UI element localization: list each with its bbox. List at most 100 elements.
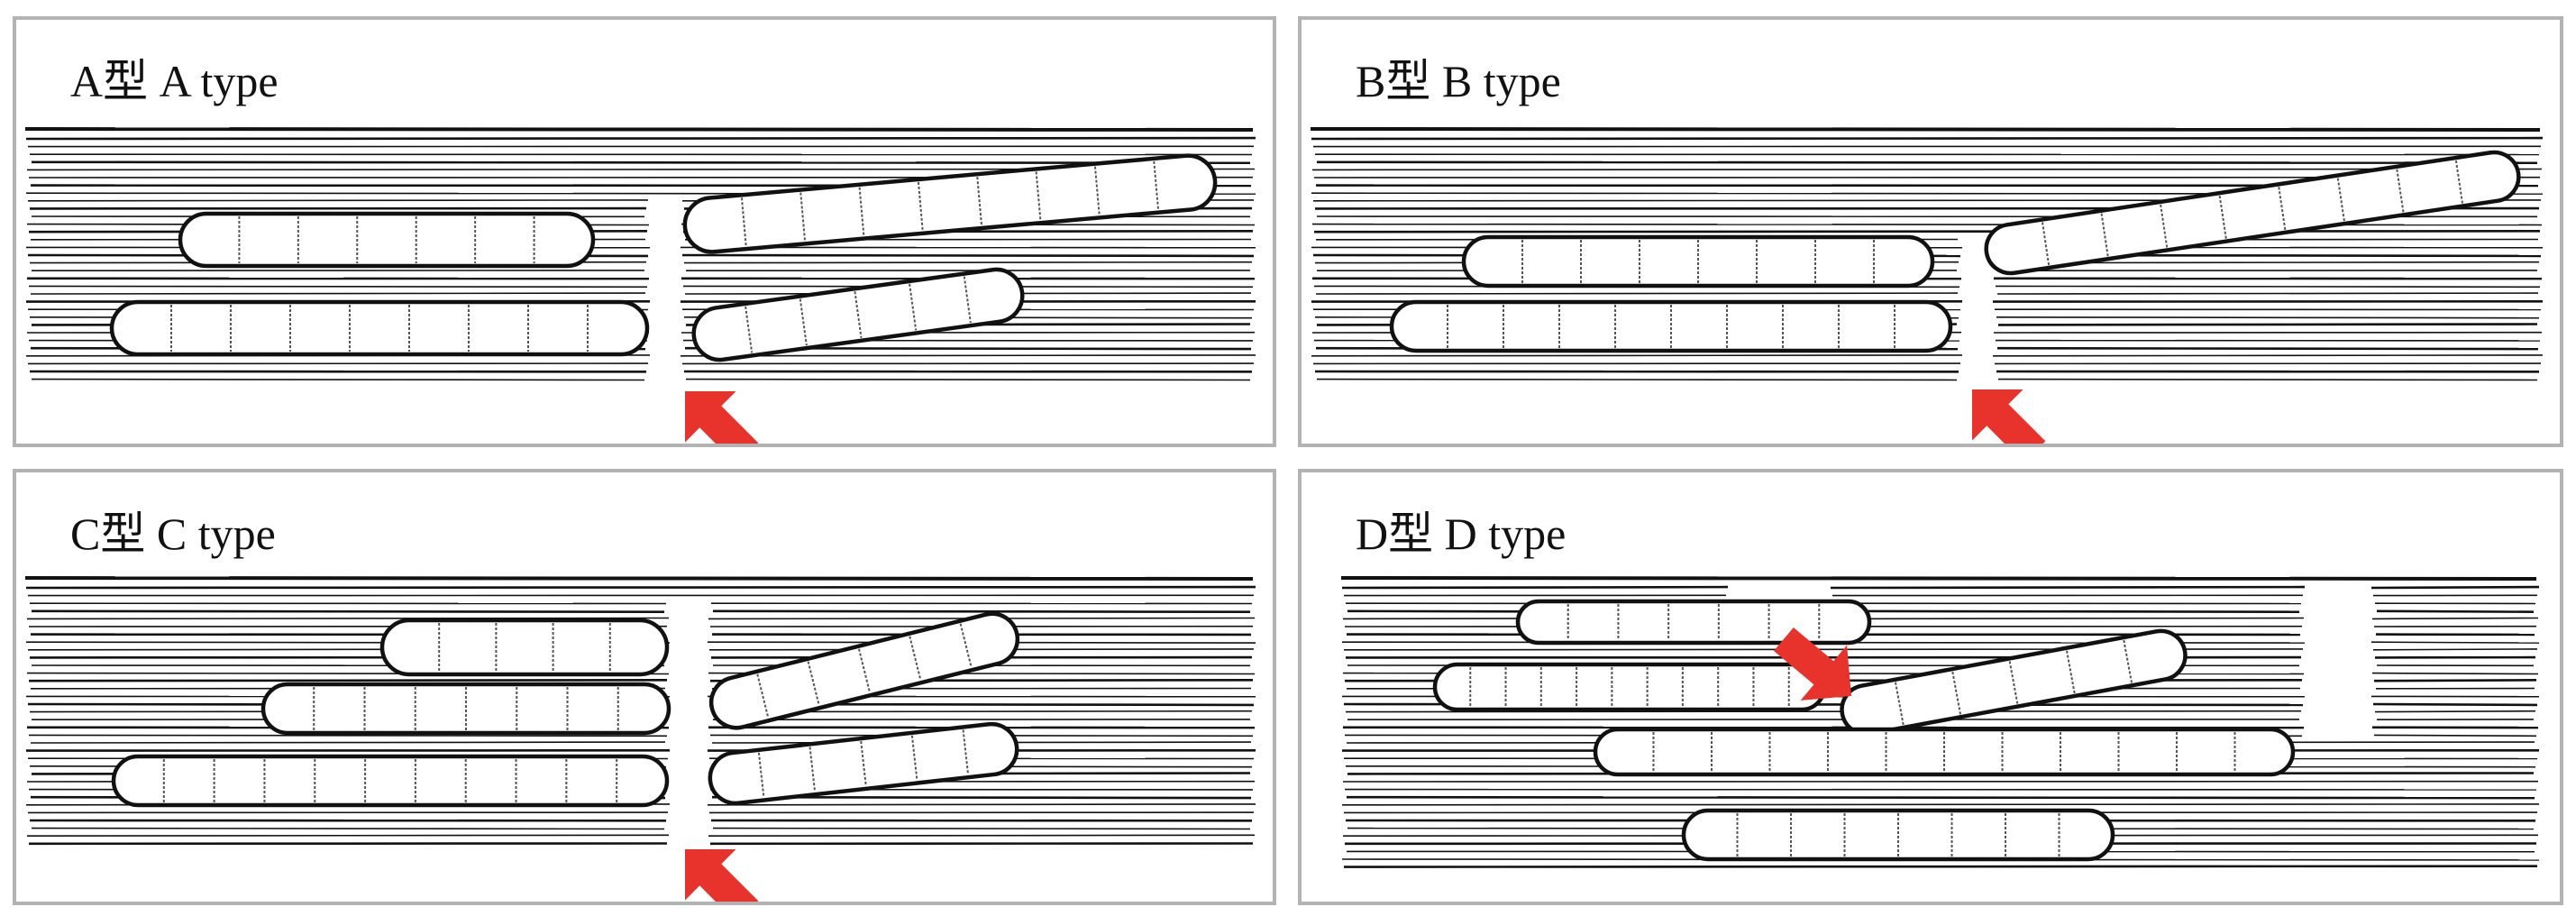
fiber-line (2371, 672, 2539, 675)
cell-rows (1432, 599, 2296, 862)
panel-d-diagram (1340, 576, 2540, 868)
fiber-edge (1310, 127, 2541, 132)
panel-b-diagram (1310, 127, 2544, 444)
cell-wall (740, 197, 747, 247)
cell-rows (111, 611, 1020, 808)
cell-row (1681, 808, 2115, 862)
fiber-line (712, 609, 1251, 613)
fiber-line (1831, 617, 2305, 620)
cell-row-outline (1389, 299, 1953, 353)
cell-row (260, 682, 671, 736)
fiber-line (31, 160, 1251, 164)
fiber-line (30, 741, 666, 744)
cell-row-outline (708, 721, 1019, 806)
panel-c-type: C型 C type (13, 469, 1276, 905)
fiber-line (28, 285, 648, 289)
panel-c-diagram (24, 576, 1256, 902)
cell-row (111, 754, 670, 808)
red-arrow-icon (685, 849, 759, 902)
fiber-line (680, 354, 1256, 357)
fiber-line (2373, 734, 2537, 737)
panel-b-title: B型 B type (1356, 56, 1561, 106)
cell-row-outline (1515, 599, 1872, 646)
fiber-edge (24, 127, 1254, 132)
fiber-line (1346, 795, 2535, 800)
cell-row (1984, 150, 2521, 276)
fiber-line (26, 617, 670, 620)
fiber-line (1343, 865, 2538, 868)
fiber-line (2372, 648, 2538, 651)
fiber-line (2374, 710, 2536, 713)
fiber-line (28, 679, 668, 682)
cell-wall (976, 177, 983, 226)
fiber-line (1830, 585, 2306, 590)
fiber-line (1315, 292, 1959, 295)
cell-wall (963, 276, 972, 324)
fiber-line (1996, 292, 2539, 295)
cell-wall (2396, 169, 2405, 213)
panel-d-title: D型 D type (1356, 508, 1567, 559)
fiber-line (708, 834, 1256, 838)
cell-row (1461, 234, 1935, 289)
cell-row-outline (1840, 628, 2188, 737)
cell-row (1432, 662, 1827, 712)
fiber-line (1345, 710, 2302, 713)
fiber-line (2373, 679, 2537, 682)
arrows (1972, 389, 2046, 444)
cell-row-outline (178, 211, 596, 269)
fiber-line (1311, 354, 1963, 357)
cell-row (1593, 727, 2296, 777)
fiber-edge (1340, 576, 2537, 581)
cell-row (1389, 299, 1953, 353)
cell-wall (2218, 196, 2227, 239)
cell-wall (744, 306, 754, 353)
cell-row-outline (109, 299, 650, 357)
fiber-line (1341, 585, 1729, 590)
fiber-line (1995, 285, 2541, 289)
fiber-line (27, 199, 649, 202)
fiber-line (681, 253, 1255, 258)
cell-wall (799, 192, 807, 242)
fiber-line (1316, 160, 2538, 164)
cell-wall (757, 752, 765, 798)
cell-rows (1389, 150, 2521, 353)
cell-row (109, 299, 650, 357)
fiber-line (26, 834, 670, 838)
panel-c-title: C型 C type (70, 508, 276, 559)
panel-a-diagram (24, 127, 1256, 444)
cell-wall (858, 187, 865, 236)
cell-row (708, 611, 1020, 730)
fiber-line (683, 261, 1253, 264)
arrows (1774, 627, 1851, 701)
fiber-line (2370, 585, 2540, 590)
fiber-line (1996, 346, 2539, 351)
panel-a-type: A型 A type (13, 16, 1276, 447)
fiber-line (1996, 316, 2540, 319)
fiber-line (1311, 136, 2544, 141)
fiber-line (30, 292, 646, 295)
fiber-line (1341, 803, 2540, 806)
arrows (685, 849, 759, 902)
cell-wall (909, 283, 918, 331)
fiber-line (1992, 354, 2544, 357)
red-arrow-icon (1972, 389, 2046, 444)
cell-row (708, 721, 1019, 806)
cell-wall (807, 661, 820, 706)
fiber-line (28, 734, 668, 737)
fiber-line (25, 136, 1256, 141)
cell-row (379, 618, 670, 677)
fiber-line (2371, 617, 2539, 620)
fiber-line (1835, 609, 2300, 613)
cell-wall (854, 291, 863, 338)
fiber-line (1313, 230, 2541, 234)
red-arrow-icon (685, 391, 759, 444)
panel-d-type: D型 D type (1298, 469, 2563, 905)
cell-rows (109, 153, 1218, 362)
cell-row-outline (111, 754, 670, 808)
cell-row-outline (1432, 662, 1827, 712)
cell-wall (799, 298, 808, 346)
cell-wall (910, 735, 918, 781)
cell-row (178, 211, 596, 269)
fiber-edge (24, 576, 1254, 581)
fiber-line (2370, 641, 2540, 644)
